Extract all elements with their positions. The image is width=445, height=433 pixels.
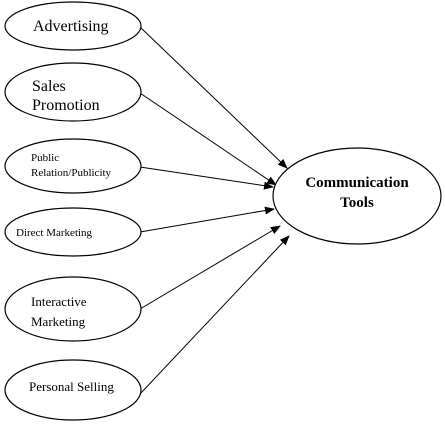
- label-direct-marketing: Direct Marketing: [16, 227, 93, 239]
- label-interactive-marketing-line-2: Marketing: [31, 314, 86, 329]
- edges: [139, 26, 290, 395]
- ellipse-direct-marketing: [4, 207, 142, 257]
- label-communication-tools-line-1: Communication: [305, 175, 409, 191]
- ellipse-sales-promotion: [4, 62, 142, 122]
- arrow-personal-selling-to-communication-tools: [139, 235, 290, 395]
- ellipse-interactive-marketing: [4, 276, 142, 342]
- ellipse-communication-tools: [272, 147, 442, 245]
- label-advertising: Advertising: [33, 18, 109, 35]
- source-node-personal-selling: Personal Selling: [4, 359, 142, 421]
- arrow-sales-promotion-to-communication-tools: [139, 92, 277, 186]
- label-sales-promotion-line-2: Promotion: [32, 97, 100, 114]
- source-node-advertising: Advertising: [4, 1, 142, 51]
- arrow-advertising-to-communication-tools: [139, 26, 288, 169]
- arrow-direct-marketing-to-communication-tools: [139, 206, 275, 233]
- source-node-public-relation: Public Relation/Publicity: [4, 138, 142, 194]
- ellipse-personal-selling: [4, 359, 142, 421]
- ellipse-public-relation: [4, 138, 142, 194]
- source-node-sales-promotion: Sales Promotion: [4, 62, 142, 122]
- label-interactive-marketing-line-1: Interactive: [31, 294, 87, 309]
- source-node-interactive-marketing: Interactive Marketing: [4, 276, 142, 342]
- target-node-communication-tools: Communication Tools: [272, 147, 442, 245]
- label-public-relation-line-2: Relation/Publicity: [31, 167, 112, 179]
- arrow-interactive-marketing-to-communication-tools: [139, 225, 281, 310]
- arrow-public-relation-to-communication-tools: [139, 166, 274, 190]
- label-communication-tools-line-2: Tools: [340, 195, 374, 211]
- label-sales-promotion-line-1: Sales: [32, 78, 66, 95]
- label-public-relation-line-1: Public: [31, 152, 59, 164]
- source-node-direct-marketing: Direct Marketing: [4, 207, 142, 257]
- ellipse-advertising: [4, 1, 142, 51]
- label-personal-selling: Personal Selling: [29, 379, 114, 394]
